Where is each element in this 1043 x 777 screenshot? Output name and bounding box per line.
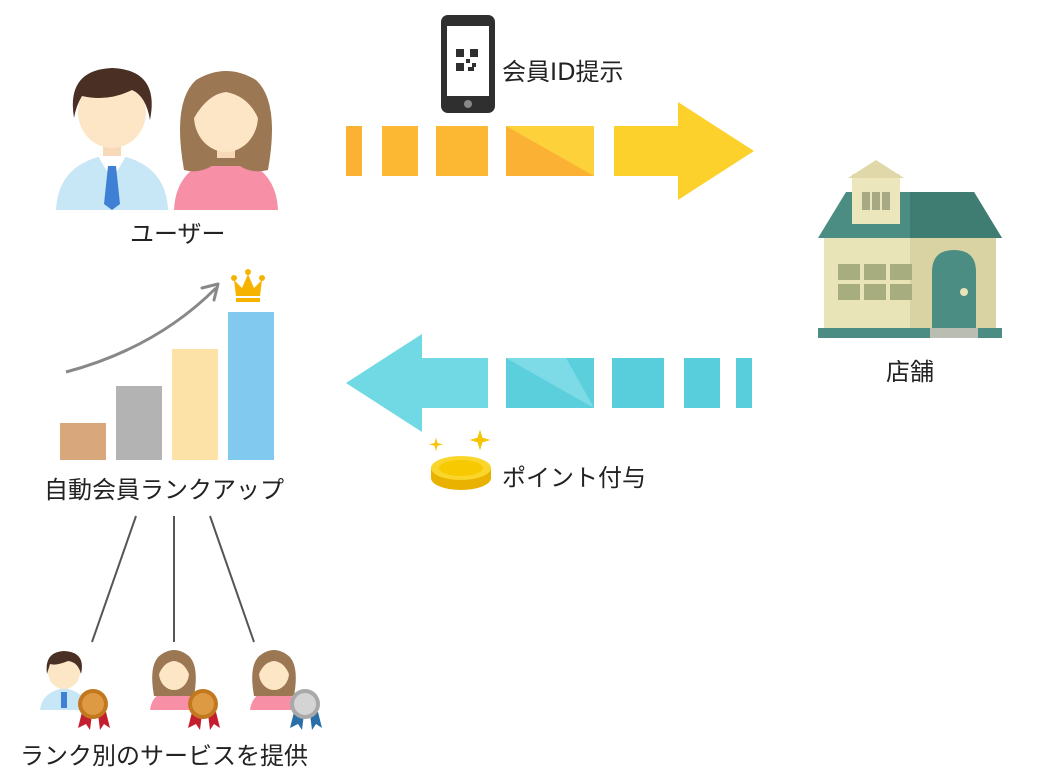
trend-arrow-icon — [65, 286, 218, 374]
rank-bar-chart — [60, 269, 274, 460]
rank-services-label: ランク別のサービスを提供 — [20, 742, 308, 770]
store-building-icon — [818, 160, 1002, 338]
rank-bar-3 — [172, 349, 218, 460]
man-icon — [56, 68, 168, 210]
right-arrow-icon — [346, 102, 754, 200]
woman-icon — [174, 71, 278, 210]
rank-bar-2 — [116, 386, 162, 460]
users-label: ユーザー — [130, 220, 226, 248]
store-label: 店舗 — [886, 358, 934, 386]
ranked-user-woman-bronze — [150, 650, 220, 730]
rank-bar-1 — [60, 423, 106, 460]
coin-icon — [429, 429, 491, 490]
left-arrow-icon — [346, 334, 752, 432]
medal-icon — [188, 689, 220, 730]
member-id-label: 会員ID提示 — [502, 58, 624, 86]
medal-icon — [78, 689, 110, 730]
points-label: ポイント付与 — [502, 464, 646, 492]
users-illustration — [56, 68, 278, 210]
medal-icon — [290, 689, 322, 730]
ranked-user-man — [40, 651, 110, 730]
rank-up-label: 自動会員ランクアップ — [44, 476, 284, 504]
rank-bar-4 — [228, 312, 274, 460]
crown-icon — [231, 269, 265, 302]
smartphone-qr-icon — [441, 15, 495, 113]
ranked-user-woman-silver — [250, 650, 322, 730]
